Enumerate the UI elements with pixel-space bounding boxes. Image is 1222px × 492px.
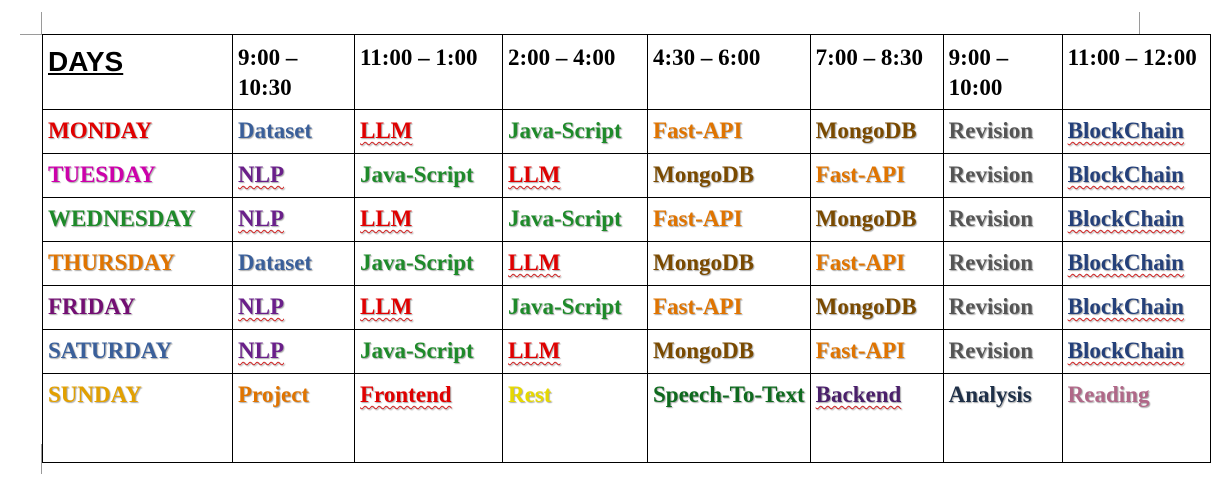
table-row: THURSDAY Dataset Java-Script LLM MongoDB… — [42, 241, 1211, 286]
subject-cell: NLP — [232, 153, 355, 198]
subject-cell: Fast-API — [809, 329, 944, 374]
subject-cell: Dataset — [232, 109, 355, 154]
table-row: MONDAY Dataset LLM Java-Script Fast-API … — [42, 109, 1211, 154]
subject-cell: Project — [232, 373, 355, 463]
subject-cell: Analysis — [942, 373, 1063, 463]
subject-cell: Java-Script — [354, 153, 503, 198]
subject-cell: Revision — [942, 329, 1063, 374]
subject-cell: NLP — [232, 197, 355, 242]
time-header: 11:00 – 1:00 — [354, 34, 503, 110]
time-header: 11:00 – 12:00 — [1061, 34, 1211, 110]
table-row: WEDNESDAY NLP LLM Java-Script Fast-API M… — [42, 197, 1211, 242]
subject-cell: LLM — [502, 329, 648, 374]
subject-cell: BlockChain — [1061, 285, 1211, 330]
subject-cell: Fast-API — [647, 285, 811, 330]
page-corner-mark — [41, 12, 42, 35]
subject-cell: Java-Script — [502, 197, 648, 242]
subject-cell: Revision — [942, 241, 1063, 286]
day-cell: TUESDAY — [42, 153, 233, 198]
subject-cell: BlockChain — [1061, 241, 1211, 286]
subject-cell: NLP — [232, 285, 355, 330]
subject-cell: MongoDB — [647, 329, 811, 374]
subject-cell: MongoDB — [647, 153, 811, 198]
subject-cell: BlockChain — [1061, 197, 1211, 242]
timetable: DAYS 9:00 – 10:30 11:00 – 1:00 2:00 – 4:… — [42, 34, 1211, 463]
subject-cell: Revision — [942, 109, 1063, 154]
page-corner-mark — [41, 444, 42, 474]
subject-cell: Speech-To-Text — [647, 373, 811, 463]
day-cell: THURSDAY — [42, 241, 233, 286]
day-cell: FRIDAY — [42, 285, 233, 330]
subject-cell: LLM — [354, 109, 503, 154]
time-header: 7:00 – 8:30 — [809, 34, 944, 110]
subject-cell: MongoDB — [809, 109, 944, 154]
subject-cell: Backend — [809, 373, 944, 463]
subject-cell: Revision — [942, 285, 1063, 330]
subject-cell: BlockChain — [1061, 109, 1211, 154]
subject-cell: MongoDB — [647, 241, 811, 286]
subject-cell: Java-Script — [354, 241, 503, 286]
subject-cell: Fast-API — [809, 153, 944, 198]
subject-cell: NLP — [232, 329, 355, 374]
time-header: 9:00 – 10:30 — [232, 34, 355, 110]
subject-cell: Java-Script — [502, 109, 648, 154]
table-row: FRIDAY NLP LLM Java-Script Fast-API Mong… — [42, 285, 1211, 330]
day-cell: MONDAY — [42, 109, 233, 154]
subject-cell: Dataset — [232, 241, 355, 286]
day-cell: WEDNESDAY — [42, 197, 233, 242]
subject-cell: LLM — [354, 285, 503, 330]
day-cell: SUNDAY — [42, 373, 233, 463]
subject-cell: Fast-API — [809, 241, 944, 286]
day-cell: SATURDAY — [42, 329, 233, 374]
page-corner-mark — [1139, 12, 1140, 35]
subject-cell: Frontend — [354, 373, 503, 463]
subject-cell: LLM — [502, 153, 648, 198]
table-row: SUNDAY Project Frontend Rest Speech-To-T… — [42, 373, 1211, 463]
subject-cell: Fast-API — [647, 197, 811, 242]
subject-cell: LLM — [502, 241, 648, 286]
subject-cell: Revision — [942, 197, 1063, 242]
table-row: TUESDAY NLP Java-Script LLM MongoDB Fast… — [42, 153, 1211, 198]
header-row: DAYS 9:00 – 10:30 11:00 – 1:00 2:00 – 4:… — [42, 34, 1211, 110]
days-header: DAYS — [42, 34, 233, 110]
subject-cell: BlockChain — [1061, 153, 1211, 198]
subject-cell: Reading — [1061, 373, 1211, 463]
subject-cell: Fast-API — [647, 109, 811, 154]
time-header: 9:00 – 10:00 — [942, 34, 1063, 110]
subject-cell: Revision — [942, 153, 1063, 198]
subject-cell: Rest — [502, 373, 648, 463]
page-corner-mark — [20, 34, 42, 35]
time-header: 4:30 – 6:00 — [647, 34, 811, 110]
subject-cell: BlockChain — [1061, 329, 1211, 374]
subject-cell: MongoDB — [809, 285, 944, 330]
time-header: 2:00 – 4:00 — [502, 34, 648, 110]
subject-cell: MongoDB — [809, 197, 944, 242]
table-row: SATURDAY NLP Java-Script LLM MongoDB Fas… — [42, 329, 1211, 374]
subject-cell: LLM — [354, 197, 503, 242]
subject-cell: Java-Script — [354, 329, 503, 374]
subject-cell: Java-Script — [502, 285, 648, 330]
